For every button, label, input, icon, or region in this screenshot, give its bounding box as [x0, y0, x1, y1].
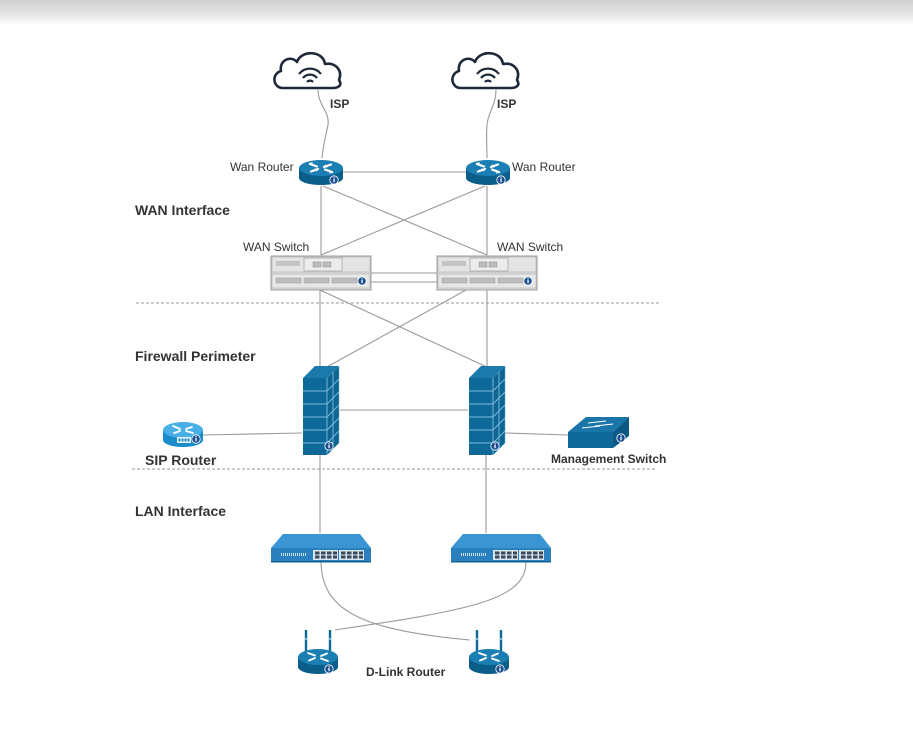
- section-label-lan: LAN Interface: [135, 503, 226, 519]
- link-isp-left-router: [317, 89, 329, 159]
- wan-router-right[interactable]: [466, 160, 510, 185]
- firewall-right[interactable]: [469, 365, 506, 456]
- wan-router-label-left: Wan Router: [230, 160, 294, 174]
- management-switch-label: Management Switch: [551, 452, 666, 466]
- dlink-router-right[interactable]: [469, 630, 509, 674]
- link-sip-fw: [202, 432, 303, 436]
- window-top-bar: [0, 0, 913, 24]
- voice-router-icon: [163, 422, 203, 447]
- management-switch[interactable]: [568, 417, 629, 448]
- router-icon: [466, 160, 510, 185]
- link-lan-right-dlink-left: [334, 561, 527, 631]
- link-fw-mgmt: [504, 432, 569, 436]
- lan-switch-right[interactable]: [451, 534, 551, 563]
- wan-router-label-right: Wan Router: [512, 160, 576, 174]
- ethernet-switch-icon: [271, 534, 371, 563]
- wan-switch-right[interactable]: [436, 255, 538, 291]
- ethernet-switch-icon: [451, 534, 551, 563]
- router-icon: [299, 160, 343, 185]
- link-router-left-switch-right: [322, 185, 488, 256]
- wan-switch-label-right: WAN Switch: [497, 240, 563, 254]
- sip-router[interactable]: [163, 422, 203, 447]
- cloud-wifi-icon: [451, 51, 520, 90]
- wireless-router-icon: [469, 630, 509, 674]
- firewall-icon: [469, 365, 506, 456]
- dlink-router-left[interactable]: [298, 630, 338, 674]
- sip-router-label: SIP Router: [145, 452, 217, 468]
- wan-switch-left[interactable]: [270, 255, 372, 291]
- server-switch-icon: [436, 255, 538, 291]
- link-lan-left-dlink-right: [320, 561, 471, 641]
- dlink-router-label: D-Link Router: [366, 665, 446, 679]
- wireless-router-icon: [298, 630, 338, 674]
- cloud-wifi-icon: [273, 51, 342, 90]
- links: [202, 89, 569, 641]
- link-router-right-switch-left: [320, 185, 486, 256]
- firewall-icon: [303, 365, 340, 456]
- wan-switch-label-left: WAN Switch: [243, 240, 309, 254]
- isp-cloud-left[interactable]: [273, 51, 342, 90]
- firewall-left[interactable]: [303, 365, 340, 456]
- isp-label-right: ISP: [497, 97, 516, 111]
- section-label-firewall: Firewall Perimeter: [135, 348, 256, 364]
- lan-switch-left[interactable]: [271, 534, 371, 563]
- wan-router-left[interactable]: [299, 160, 343, 185]
- isp-cloud-right[interactable]: [451, 51, 520, 90]
- section-label-wan: WAN Interface: [135, 202, 230, 218]
- workgroup-switch-icon: [568, 417, 629, 448]
- isp-label-left: ISP: [330, 97, 349, 111]
- server-switch-icon: [270, 255, 372, 291]
- link-isp-right-router: [486, 89, 497, 159]
